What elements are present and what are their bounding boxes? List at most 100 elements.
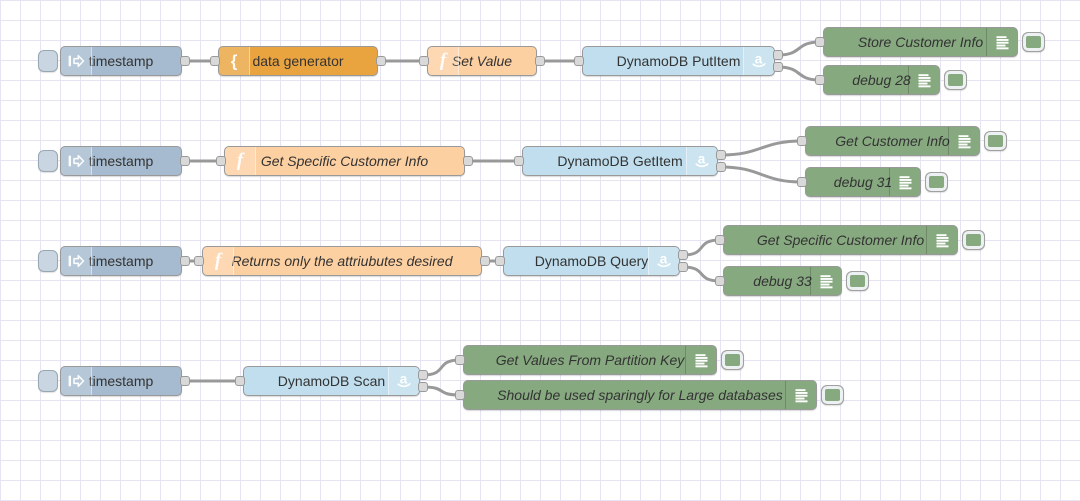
wire[interactable] <box>777 40 821 57</box>
inject-arrow-icon <box>61 47 92 75</box>
input-port[interactable] <box>194 256 204 266</box>
debug-toggle-button[interactable] <box>962 230 985 250</box>
input-port[interactable] <box>815 75 825 85</box>
node-label: Get Specific Customer Info <box>756 232 925 248</box>
input-port[interactable] <box>216 156 226 166</box>
wire[interactable] <box>682 265 721 283</box>
node-inject-timestamp-2[interactable]: timestamp <box>60 146 182 176</box>
output-port[interactable] <box>180 376 190 386</box>
output-port[interactable] <box>180 156 190 166</box>
output-port[interactable] <box>376 56 386 66</box>
output-port[interactable] <box>678 262 688 272</box>
node-get-customer-info[interactable]: Get Customer Info <box>805 126 980 156</box>
output-port[interactable] <box>716 150 726 160</box>
input-port[interactable] <box>514 156 524 166</box>
input-port[interactable] <box>419 56 429 66</box>
input-port[interactable] <box>210 56 220 66</box>
inject-button[interactable] <box>38 150 58 172</box>
node-debug-31[interactable]: debug 31 <box>805 167 921 197</box>
amazon-a-icon: a <box>648 247 679 275</box>
amazon-a-icon: a <box>388 367 419 395</box>
node-get-values-from-partition-key[interactable]: Get Values From Partition Key <box>463 345 717 375</box>
wire[interactable] <box>720 139 803 157</box>
node-data-generator[interactable]: data generator{ <box>218 46 378 76</box>
svg-text:{: { <box>231 52 238 71</box>
node-label: Get Specific Customer Info <box>260 153 429 169</box>
node-label: Should be used sparingly for Large datab… <box>497 387 783 403</box>
node-returns-only-attributes-fn[interactable]: Returns only the attriubutes desired f <box>202 246 482 276</box>
debug-list-icon <box>685 346 716 374</box>
input-port[interactable] <box>797 177 807 187</box>
inject-button[interactable] <box>38 50 58 72</box>
output-port[interactable] <box>180 256 190 266</box>
inject-button[interactable] <box>38 370 58 392</box>
debug-list-icon <box>986 28 1017 56</box>
inject-arrow-icon <box>61 247 92 275</box>
debug-list-icon <box>785 381 816 409</box>
node-inject-timestamp-1[interactable]: timestamp <box>60 46 182 76</box>
input-port[interactable] <box>715 235 725 245</box>
wire[interactable] <box>682 238 721 257</box>
output-port[interactable] <box>480 256 490 266</box>
wire[interactable] <box>777 65 821 82</box>
input-port[interactable] <box>455 390 465 400</box>
inject-arrow-icon <box>61 147 92 175</box>
debug-toggle-button[interactable] <box>944 70 967 90</box>
node-debug-33[interactable]: debug 33 <box>723 266 842 296</box>
debug-toggle-button[interactable] <box>925 172 948 192</box>
input-port[interactable] <box>815 37 825 47</box>
input-port[interactable] <box>574 56 584 66</box>
debug-toggle-button[interactable] <box>984 131 1007 151</box>
debug-toggle-button[interactable] <box>721 350 744 370</box>
debug-toggle-button[interactable] <box>846 271 869 291</box>
debug-list-icon <box>908 66 939 94</box>
inject-arrow-icon <box>61 367 92 395</box>
output-port[interactable] <box>418 382 428 392</box>
svg-text:a: a <box>755 52 763 67</box>
node-debug-28[interactable]: debug 28 <box>823 65 940 95</box>
node-get-specific-customer-info-fn[interactable]: Get Specific Customer Info f <box>224 146 465 176</box>
svg-text:f: f <box>237 151 245 171</box>
node-inject-timestamp-4[interactable]: timestamp <box>60 366 182 396</box>
svg-text:a: a <box>698 152 706 167</box>
wire[interactable] <box>422 358 461 377</box>
wire[interactable] <box>720 165 803 184</box>
node-should-be-used-sparingly[interactable]: Should be used sparingly for Large datab… <box>463 380 817 410</box>
output-port[interactable] <box>773 50 783 60</box>
output-port[interactable] <box>463 156 473 166</box>
input-port[interactable] <box>495 256 505 266</box>
input-port[interactable] <box>715 276 725 286</box>
output-port[interactable] <box>418 370 428 380</box>
debug-list-icon <box>889 168 920 196</box>
output-port[interactable] <box>773 62 783 72</box>
node-store-customer-info[interactable]: Store Customer Info <box>823 27 1018 57</box>
output-port[interactable] <box>678 250 688 260</box>
amazon-a-icon: a <box>743 47 774 75</box>
function-icon: f <box>428 47 459 75</box>
output-port[interactable] <box>535 56 545 66</box>
input-port[interactable] <box>455 355 465 365</box>
node-label: Returns only the attriubutes desired <box>231 253 453 269</box>
svg-text:a: a <box>400 372 408 387</box>
output-port[interactable] <box>180 56 190 66</box>
svg-text:f: f <box>215 251 223 271</box>
node-label: Get Values From Partition Key <box>495 352 685 368</box>
debug-toggle-button[interactable] <box>821 385 844 405</box>
input-port[interactable] <box>797 136 807 146</box>
inject-button[interactable] <box>38 250 58 272</box>
node-get-specific-customer-info-debug[interactable]: Get Specific Customer Info <box>723 225 958 255</box>
node-inject-timestamp-3[interactable]: timestamp <box>60 246 182 276</box>
wire[interactable] <box>422 385 461 397</box>
output-port[interactable] <box>716 162 726 172</box>
input-port[interactable] <box>235 376 245 386</box>
debug-toggle-button[interactable] <box>1022 32 1045 52</box>
function-icon: f <box>203 247 234 275</box>
svg-text:f: f <box>440 51 448 71</box>
